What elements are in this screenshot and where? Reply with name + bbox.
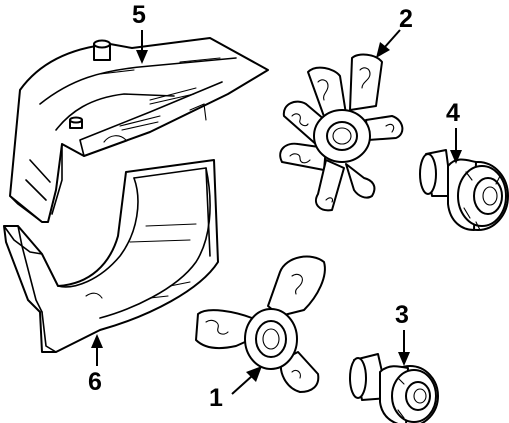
lower-fan-shroud bbox=[3, 159, 219, 353]
fan-blade-7 bbox=[279, 53, 404, 212]
fan-clutch-upper bbox=[419, 149, 509, 231]
callout-arrow-3 bbox=[398, 330, 410, 366]
callout-label-4: 4 bbox=[446, 99, 460, 127]
callout-arrow-4 bbox=[450, 128, 462, 164]
callout-label-6: 6 bbox=[88, 368, 102, 396]
callout-label-2: 2 bbox=[399, 5, 413, 33]
callout-label-5: 5 bbox=[132, 1, 146, 29]
callout-arrow-5 bbox=[136, 30, 148, 64]
callout-label-3: 3 bbox=[395, 301, 409, 329]
upper-fan-shroud bbox=[9, 37, 269, 223]
fan-clutch-lower bbox=[349, 353, 439, 423]
callout-arrow-1 bbox=[231, 366, 262, 395]
callout-arrow-2 bbox=[376, 29, 401, 58]
callout-label-1: 1 bbox=[209, 384, 223, 412]
callout-arrow-6 bbox=[91, 334, 103, 366]
fan-blade-4 bbox=[195, 255, 326, 393]
